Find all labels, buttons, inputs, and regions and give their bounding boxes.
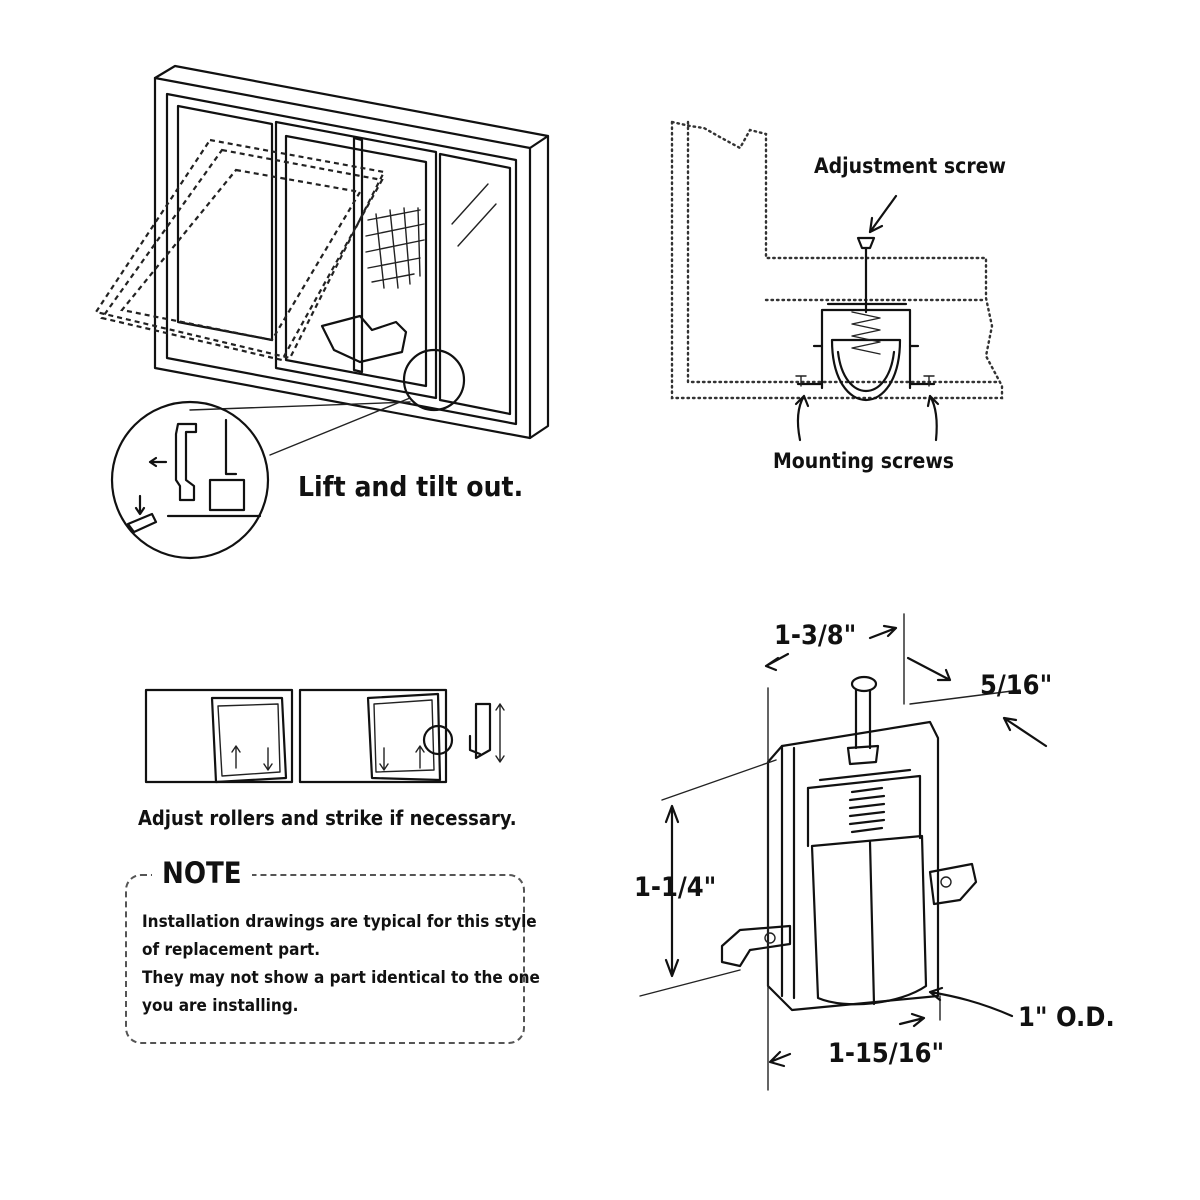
dim-wheel-od: 1" O.D.: [1018, 1002, 1115, 1033]
note-line-3: They may not show a part identical to th…: [142, 968, 540, 988]
dim-top-width: 1-3/8": [774, 620, 857, 651]
window-illustration: Lift and tilt out.: [0, 0, 600, 600]
roller-dimension-svg: [639, 613, 1048, 1091]
lift-tilt-caption: Lift and tilt out.: [298, 470, 524, 503]
mounting-screws-label: Mounting screws: [773, 449, 955, 473]
note-box: [125, 874, 525, 1044]
dim-height: 1-1/4": [634, 872, 717, 903]
adjust-caption: Adjust rollers and strike if necessary.: [138, 806, 517, 830]
roller-dimension-drawing: 1-3/8" 5/16" 1-1/4" 1-15/16" 1" O.D.: [600, 600, 1200, 1200]
note-line-4: you are installing.: [142, 996, 299, 1016]
adjustment-screw-label: Adjustment screw: [814, 154, 1006, 178]
adjust-illustration: Adjust rollers and strike if necessary.: [0, 600, 600, 840]
roller-install-illustration: Adjustment screw Mounting screws: [600, 0, 1200, 600]
note-title: NOTE: [152, 856, 252, 890]
roller-install-drawing: [670, 120, 1004, 442]
dim-depth: 5/16": [980, 670, 1053, 701]
detail-clip: [126, 418, 262, 534]
adjust-drawing: [144, 688, 505, 784]
note-line-1: Installation drawings are typical for th…: [142, 912, 537, 932]
note-line-2: of replacement part.: [142, 940, 321, 960]
dim-bottom-width: 1-15/16": [828, 1038, 945, 1069]
screen-mesh: [365, 207, 425, 289]
window-drawing: [94, 64, 550, 560]
note-text: Installation drawings are typical for th…: [142, 908, 540, 1020]
